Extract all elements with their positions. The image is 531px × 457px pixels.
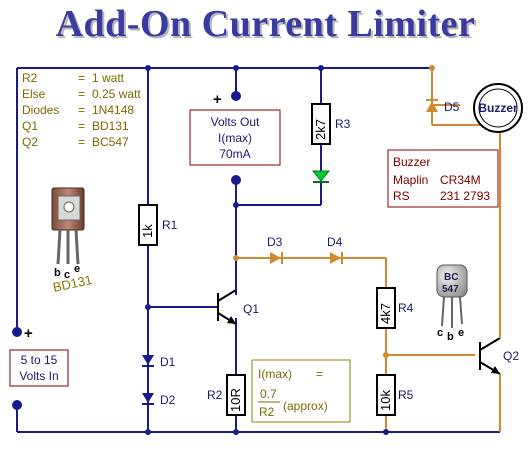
- spec-part-1: Else: [22, 87, 46, 101]
- diagram-title: Add-On Current Limiter: [55, 3, 476, 45]
- bc547-package-icon: BC 547 c b e: [436, 264, 468, 343]
- volts-out-line1: Volts Out: [211, 115, 260, 129]
- resistor-r3: 2k7 R3: [311, 103, 351, 145]
- volts-in-line1: 5 to 15: [21, 353, 58, 367]
- spec-eq-4: =: [78, 135, 85, 149]
- in-minus-terminal: [12, 400, 22, 410]
- formula-lhs: I(max): [258, 367, 292, 381]
- formula-denominator: R2: [259, 405, 275, 419]
- spec-part-4: Q2: [22, 135, 38, 149]
- q1-ref: Q1: [243, 302, 259, 316]
- d3-ref: D3: [267, 235, 283, 249]
- spec-value-1: 0.25 watt: [92, 87, 141, 101]
- spec-value-4: BC547: [92, 135, 129, 149]
- transistor-q2: [479, 320, 501, 393]
- bc547-pin-b: b: [447, 331, 454, 343]
- alarm-wiring: [236, 68, 501, 432]
- junction-dots: [145, 65, 389, 435]
- volts-in-line2: Volts In: [19, 369, 58, 383]
- spec-eq-3: =: [78, 119, 85, 133]
- resistor-r1: 1k R1: [138, 204, 178, 246]
- r5-ref: R5: [398, 388, 414, 402]
- diode-d1: D1: [142, 355, 176, 369]
- diode-d4: D4: [327, 235, 343, 264]
- buzzer-row1-a: RS: [393, 189, 410, 203]
- formula-box: I(max) = 0.7 R2 (approx): [251, 359, 351, 423]
- r1-value: 1k: [140, 224, 155, 238]
- spec-eq-0: =: [78, 71, 85, 85]
- bd131-package-icon: b c e BD131: [51, 187, 94, 295]
- diode-d3: D3: [267, 235, 283, 264]
- resistor-r4: 4k7 R4: [376, 287, 414, 329]
- buzzer-box-title: Buzzer: [393, 155, 430, 169]
- junction-dot: [233, 255, 239, 261]
- r2-ref: R2: [207, 388, 223, 402]
- diode-d5: D5: [426, 99, 460, 114]
- r2-value: 10R: [228, 388, 243, 412]
- bc547-pin-e: e: [458, 327, 464, 339]
- q2-ref: Q2: [503, 349, 519, 363]
- d5-ref: D5: [444, 100, 460, 114]
- spec-eq-2: =: [78, 103, 85, 117]
- formula-numerator: 0.7: [260, 387, 277, 401]
- buzzer-info-box: Buzzer Maplin CR34M RS 231 2793: [387, 149, 499, 208]
- volts-out-line3: 70mA: [219, 147, 250, 161]
- d2-ref: D2: [160, 393, 176, 407]
- out-plus-terminal: [231, 91, 241, 101]
- led-indicator: [311, 170, 331, 183]
- spec-eq-1: =: [78, 87, 85, 101]
- out-plus-sign: +: [213, 91, 222, 108]
- r3-value: 2k7: [313, 119, 328, 140]
- buzzer-row0-a: Maplin: [393, 173, 428, 187]
- r3-ref: R3: [335, 117, 351, 131]
- bd131-pin-b: b: [54, 267, 61, 279]
- formula-eq: =: [316, 367, 323, 381]
- out-minus-terminal: [231, 175, 241, 185]
- transistor-q1: [217, 289, 237, 325]
- bc547-pin-c: c: [437, 327, 443, 339]
- spec-table: R2 = 1 watt Else = 0.25 watt Diodes = 1N…: [22, 71, 141, 149]
- terminals: [12, 91, 241, 410]
- bd131-pin-c: c: [64, 269, 70, 281]
- volts-in-box: 5 to 15 Volts In: [9, 349, 69, 387]
- buzzer-label: Buzzer: [478, 101, 518, 115]
- junction-dot: [383, 352, 389, 358]
- formula-note: (approx): [283, 399, 328, 413]
- in-plus-terminal: [12, 327, 22, 337]
- spec-part-0: R2: [22, 71, 38, 85]
- buzzer-row1-b: 231 2793: [440, 189, 490, 203]
- bd131-pin-e: e: [74, 263, 80, 275]
- volts-out-line2: I(max): [218, 131, 252, 145]
- spec-value-0: 1 watt: [92, 71, 125, 85]
- diode-d2: D2: [142, 393, 176, 407]
- buzzer-icon: Buzzer: [473, 83, 523, 133]
- spec-part-3: Q1: [22, 119, 38, 133]
- buzzer-row0-b: CR34M: [440, 173, 481, 187]
- d1-ref: D1: [160, 355, 176, 369]
- resistor-r5: 10k R5: [376, 374, 414, 416]
- spec-part-2: Diodes: [22, 103, 59, 117]
- junction-dot: [429, 65, 435, 71]
- bc547-line1: BC: [444, 272, 458, 283]
- in-plus-sign: +: [24, 325, 33, 342]
- r1-ref: R1: [162, 218, 178, 232]
- spec-value-2: 1N4148: [92, 103, 134, 117]
- r5-value: 10k: [378, 390, 393, 411]
- spec-value-3: BD131: [92, 119, 129, 133]
- resistor-r2: 10R R2: [207, 374, 246, 416]
- d4-ref: D4: [327, 235, 343, 249]
- r4-value: 4k7: [378, 303, 393, 324]
- r4-ref: R4: [398, 301, 414, 315]
- bc547-line2: 547: [442, 284, 459, 295]
- volts-out-box: Volts Out I(max) 70mA: [189, 109, 281, 166]
